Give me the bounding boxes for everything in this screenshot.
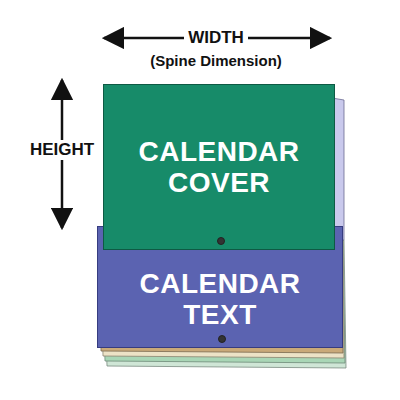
binding-hole	[218, 335, 226, 343]
dimension-label: WIDTH	[184, 28, 248, 48]
calendar-cover: CALENDAR COVER	[103, 84, 335, 250]
calendar-label: CALENDAR COVER	[124, 136, 314, 199]
dimension-note: (Spine Dimension)	[146, 52, 286, 69]
binding-hole	[217, 237, 225, 245]
calendar-label: CALENDAR TEXT	[125, 268, 315, 331]
dimension-label: HEIGHT	[26, 140, 98, 160]
